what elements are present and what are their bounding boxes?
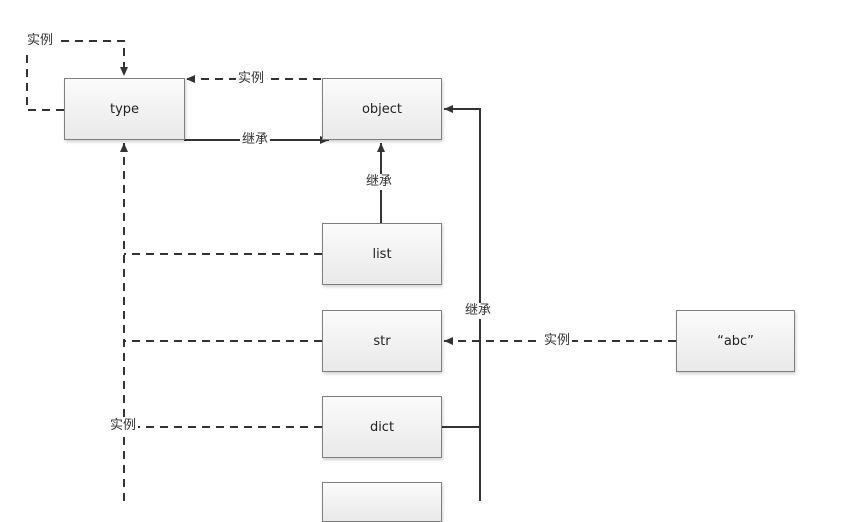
label-trunk-inherit: 继承 bbox=[463, 303, 494, 319]
node-type: type bbox=[64, 78, 185, 140]
label-type-self-instance: 实例 bbox=[25, 33, 56, 49]
label-object-type-instance: 实例 bbox=[236, 71, 267, 87]
node-dict-label: dict bbox=[369, 419, 395, 435]
node-list: list bbox=[322, 223, 442, 285]
node-type-label: type bbox=[109, 101, 140, 117]
node-list-label: list bbox=[372, 246, 392, 262]
node-abc-label: “abc” bbox=[717, 333, 754, 349]
node-abc: “abc” bbox=[676, 310, 795, 372]
node-object: object bbox=[322, 78, 442, 140]
label-list-object-inherit: 继承 bbox=[364, 174, 395, 190]
edge-trunk-object-inherit bbox=[444, 105, 481, 501]
node-partial-bottom bbox=[322, 482, 442, 522]
node-str: str bbox=[322, 310, 442, 372]
node-str-label: str bbox=[373, 333, 391, 349]
label-abc-str-instance: 实例 bbox=[542, 333, 573, 349]
node-object-label: object bbox=[361, 101, 403, 117]
label-type-object-inherit: 继承 bbox=[240, 132, 271, 148]
label-dict-type-instance: 实例 bbox=[108, 418, 139, 434]
node-dict: dict bbox=[322, 396, 442, 458]
